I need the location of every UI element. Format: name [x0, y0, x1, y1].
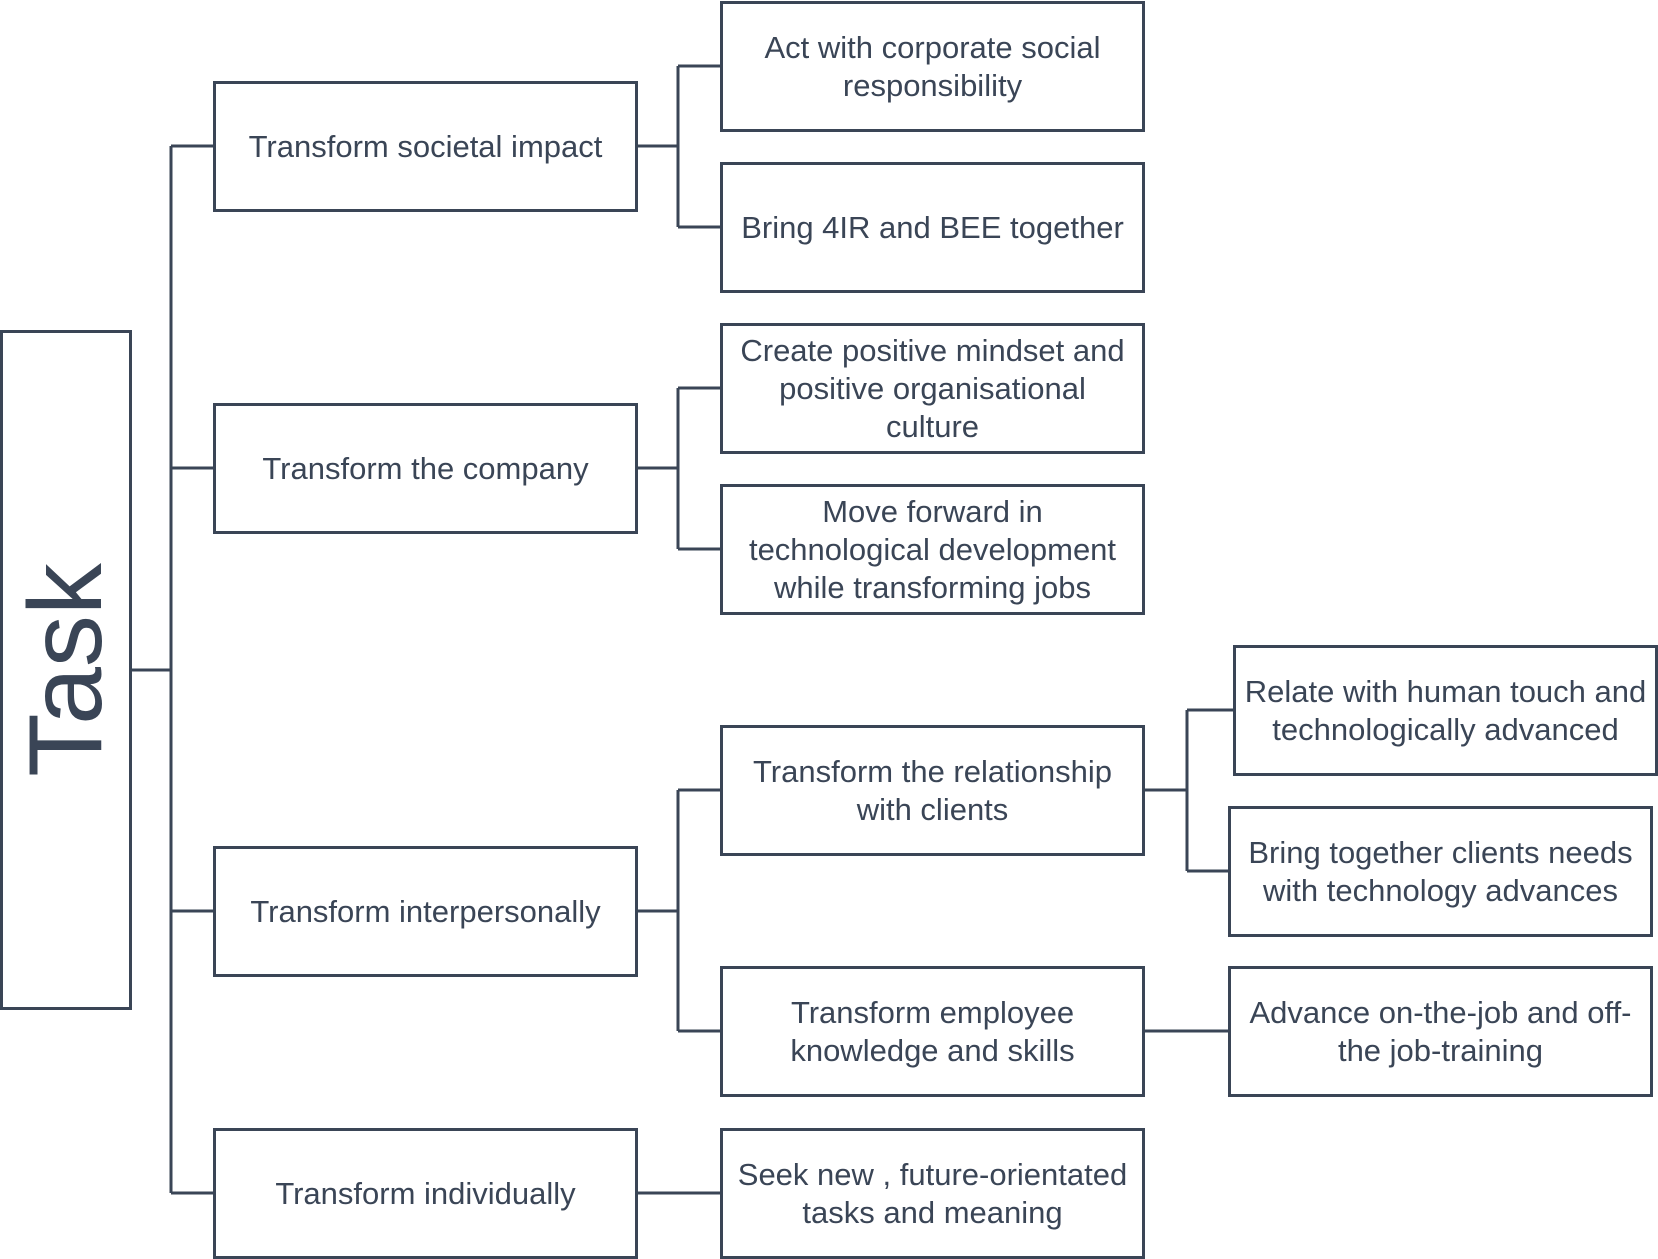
node-job-training: Advance on-the-job and off-the job-train… [1228, 966, 1653, 1097]
node-label: Transform interpersonally [250, 893, 601, 929]
node-label: Create positive mindset and positive org… [740, 332, 1125, 444]
node-future-orientated-tasks: Seek new , future-orientated tasks and m… [720, 1128, 1145, 1259]
node-label: Advance on-the-job and off-the job-train… [1249, 994, 1632, 1068]
node-label: Transform the company [262, 450, 589, 486]
node-label: Transform societal impact [248, 128, 603, 164]
node-label: Transform the relationship with clients [753, 753, 1112, 827]
node-technological-development: Move forward in technological developmen… [720, 484, 1145, 615]
node-label: Act with corporate social responsibility [764, 29, 1101, 103]
node-transform-societal-impact: Transform societal impact [213, 81, 638, 212]
node-label: Transform employee knowledge and skills [790, 994, 1075, 1068]
node-positive-mindset-culture: Create positive mindset and positive org… [720, 323, 1145, 454]
node-transform-interpersonally: Transform interpersonally [213, 846, 638, 977]
node-relationship-with-clients: Transform the relationship with clients [720, 725, 1145, 856]
node-label: Seek new , future-orientated tasks and m… [737, 1156, 1128, 1230]
node-label: Bring together clients needs with techno… [1248, 834, 1633, 908]
node-label: Move forward in technological developmen… [748, 493, 1117, 605]
node-label: Relate with human touch and technologica… [1244, 673, 1647, 747]
node-employee-knowledge-skills: Transform employee knowledge and skills [720, 966, 1145, 1097]
node-transform-the-company: Transform the company [213, 403, 638, 534]
node-transform-individually: Transform individually [213, 1128, 638, 1259]
root-node-task: Task [0, 330, 132, 1010]
node-label: Transform individually [275, 1175, 576, 1211]
node-human-touch-technology: Relate with human touch and technologica… [1233, 645, 1658, 776]
node-4ir-bee-together: Bring 4IR and BEE together [720, 162, 1145, 293]
root-label: Task [8, 563, 124, 777]
node-label: Bring 4IR and BEE together [741, 209, 1124, 245]
node-corporate-social-responsibility: Act with corporate social responsibility [720, 1, 1145, 132]
node-clients-needs-technology: Bring together clients needs with techno… [1228, 806, 1653, 937]
